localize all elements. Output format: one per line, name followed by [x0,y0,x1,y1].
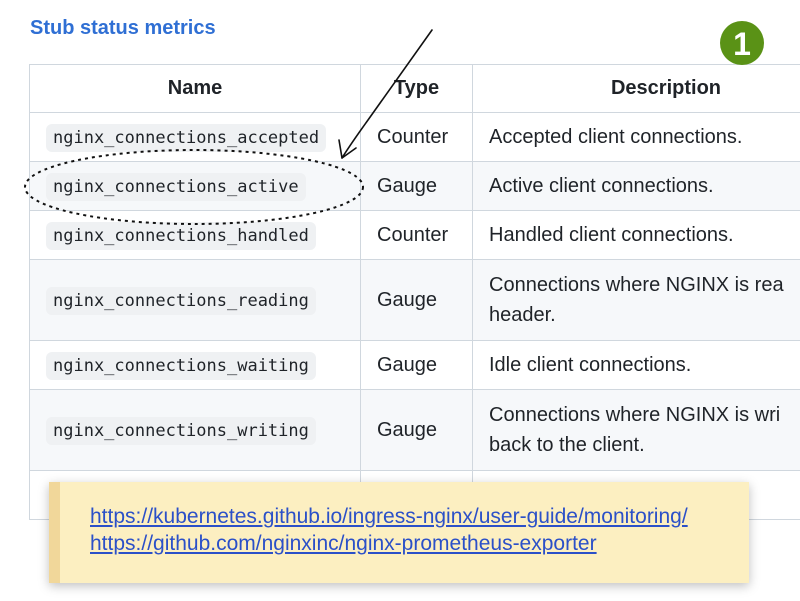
metric-name-code: nginx_connections_handled [46,221,316,250]
table-row: nginx_connections_reading Gauge Connecti… [29,259,800,341]
description-line-2: back to the client. [489,434,645,456]
metric-description-cell: Accepted client connections. [472,112,800,162]
metric-type-cell: Counter [360,210,473,260]
metric-description-cell: Handled client connections. [472,210,800,260]
column-header-description: Description [472,64,800,113]
metric-name-cell: nginx_connections_handled [29,210,361,260]
table-row: nginx_connections_handled Counter Handle… [29,210,800,260]
metric-description-cell: Active client connections. [472,161,800,211]
metric-name-cell: nginx_connections_writing [29,389,361,471]
metric-type-cell: Counter [360,112,473,162]
metric-type-cell: Gauge [360,340,473,390]
link-kubernetes-monitoring[interactable]: https://kubernetes.github.io/ingress-ngi… [90,505,688,528]
metric-name-code: nginx_connections_active [46,172,306,201]
metric-name-code: nginx_connections_waiting [46,351,316,380]
metric-type-cell: Gauge [360,389,473,471]
section-title: Stub status metrics [30,17,216,39]
column-header-name: Name [29,64,361,113]
metric-type-cell: Gauge [360,161,473,211]
links-note: https://kubernetes.github.io/ingress-ngi… [49,482,749,583]
metric-name-code: nginx_connections_writing [46,416,316,445]
metric-description-cell: Idle client connections. [472,340,800,390]
metric-type-cell: Gauge [360,259,473,341]
metric-description-cell: Connections where NGINX is rea header. [472,259,800,341]
metric-name-cell: nginx_connections_reading [29,259,361,341]
metric-description-cell: Connections where NGINX is wri back to th… [472,389,800,471]
description-line-1: Connections where NGINX is rea [489,274,784,296]
table-row: nginx_connections_writing Gauge Connecti… [29,389,800,471]
metrics-table: Name Type Description nginx_connections_… [29,64,800,520]
link-nginx-prometheus-exporter[interactable]: https://github.com/nginxinc/nginx-promet… [90,532,597,555]
description-line-1: Connections where NGINX is wri [489,404,781,426]
metric-name-cell: nginx_connections_active [29,161,361,211]
description-line-2: header. [489,304,556,326]
metric-name-code: nginx_connections_reading [46,286,316,315]
table-row: nginx_connections_waiting Gauge Idle cli… [29,340,800,390]
metric-name-cell: nginx_connections_accepted [29,112,361,162]
table-header-row: Name Type Description [29,64,800,113]
metric-name-code: nginx_connections_accepted [46,123,327,152]
table-row: nginx_connections_accepted Counter Accep… [29,112,800,162]
table-row: nginx_connections_active Gauge Active cl… [29,161,800,211]
numbered-badge: 1 [720,21,764,65]
metric-name-cell: nginx_connections_waiting [29,340,361,390]
column-header-type: Type [360,64,473,113]
